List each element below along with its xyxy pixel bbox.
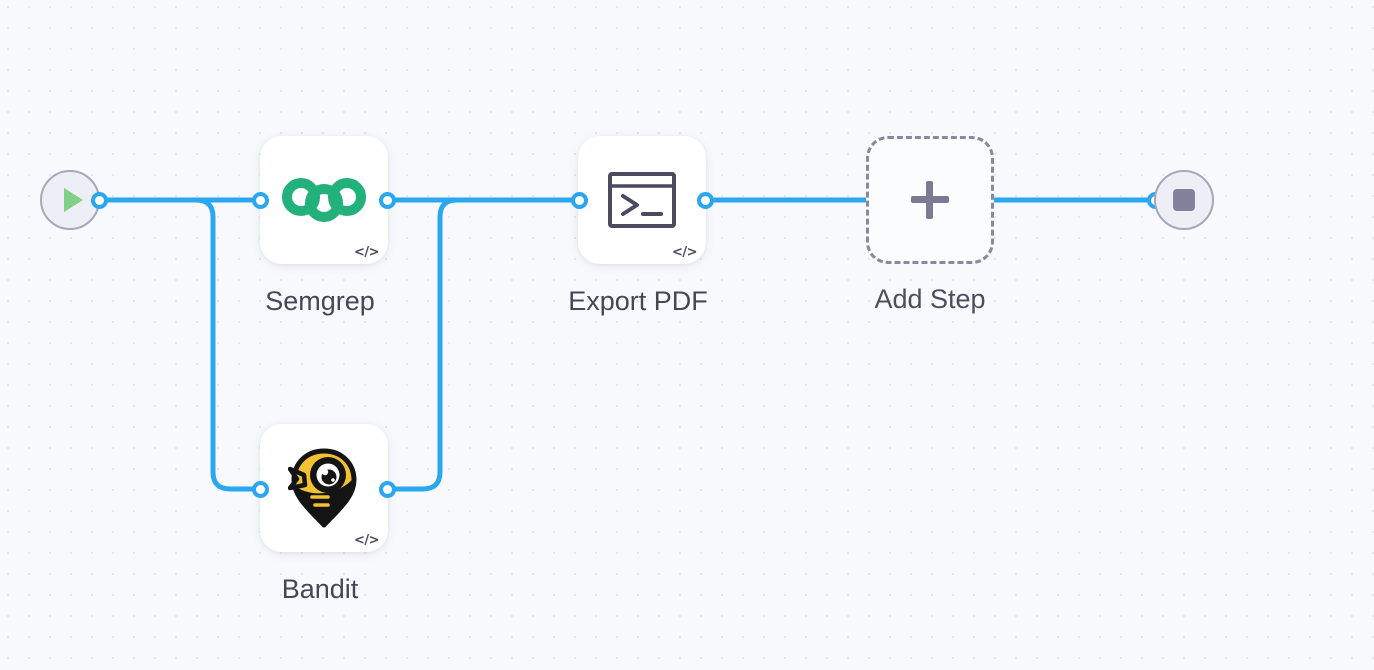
bandit-output-port[interactable] (379, 481, 396, 498)
semgrep-label: Semgrep (265, 286, 375, 316)
bandit-label: Bandit (281, 574, 359, 604)
add-step-label: Add Step (874, 284, 986, 314)
code-badge-icon: </> (353, 245, 380, 260)
bandit-logo-icon (288, 448, 357, 528)
semgrep-card[interactable]: </> (260, 136, 388, 264)
bandit-card[interactable]: </> (260, 424, 388, 552)
semgrep-output-port[interactable] (379, 192, 396, 209)
code-badge-icon: </> (671, 245, 698, 260)
edge-start-to-bandit (96, 197, 264, 492)
start-node-circle[interactable] (40, 170, 100, 230)
add-step-node[interactable] (866, 136, 994, 264)
step-node-bandit[interactable]: </> (260, 424, 388, 552)
end-node-circle[interactable] (1154, 170, 1214, 230)
edge-bandit-to-export-pdf (384, 197, 582, 492)
terminal-icon (608, 172, 676, 228)
semgrep-logo-icon (282, 178, 366, 222)
play-icon (63, 188, 83, 212)
export-pdf-card[interactable]: </> (578, 136, 706, 264)
step-node-export-pdf[interactable]: </> (578, 136, 706, 264)
end-node[interactable] (1154, 170, 1214, 230)
start-node[interactable] (40, 170, 100, 230)
code-badge-icon: </> (353, 533, 380, 548)
stop-icon (1173, 189, 1195, 211)
start-node-output-port[interactable] (91, 192, 108, 209)
export-pdf-input-port[interactable] (571, 192, 588, 209)
plus-icon (911, 181, 949, 219)
export-pdf-label: Export PDF (568, 286, 708, 316)
bandit-input-port[interactable] (252, 481, 269, 498)
add-step-dropzone[interactable] (866, 136, 994, 264)
export-pdf-output-port[interactable] (697, 192, 714, 209)
semgrep-input-port[interactable] (252, 192, 269, 209)
step-node-semgrep[interactable]: </> (260, 136, 388, 264)
